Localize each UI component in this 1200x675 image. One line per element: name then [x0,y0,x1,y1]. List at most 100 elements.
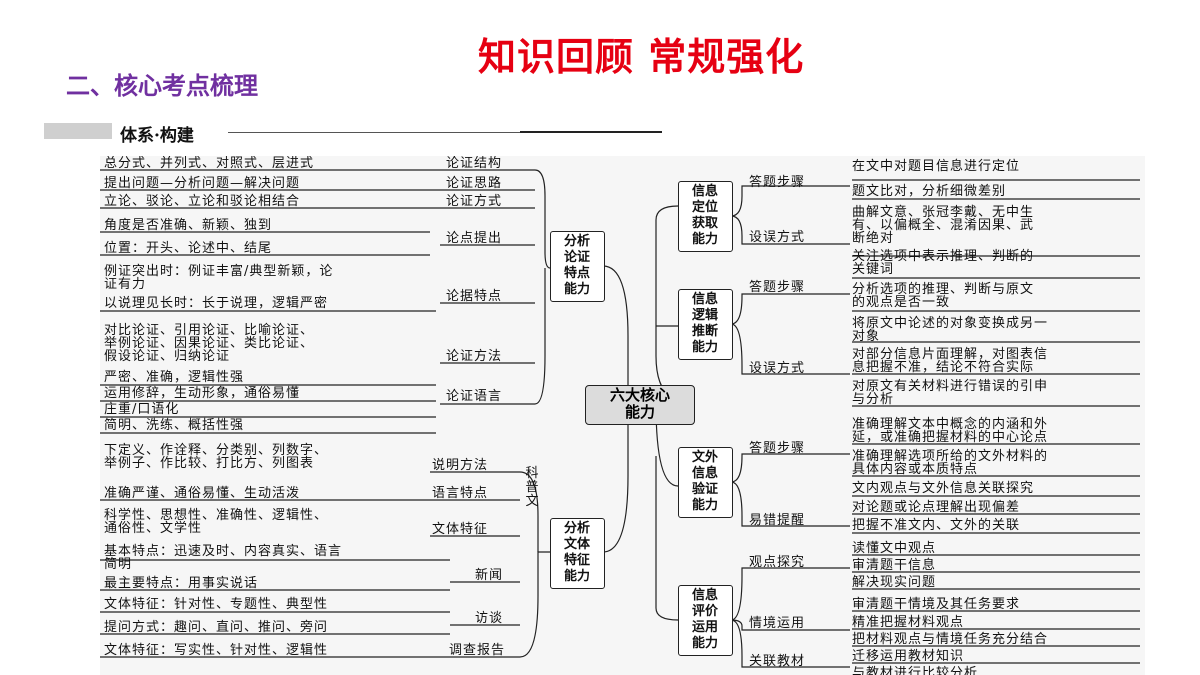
leaf-text: 题文比对，分析细微差别 [852,184,1007,199]
leaf-text: 例证突出时：例证丰富/典型新颖，论 证有力 [104,264,334,292]
leaf-text: 审清题干信息 [852,558,937,573]
leaf-text: 对论题或论点理解出现偏差 [852,500,1021,515]
leaf-text: 精准把握材料观点 [852,615,965,630]
branch-label: 论证方式 [446,194,503,209]
group-box-genre [550,518,605,589]
branch-label: 论证结构 [446,156,503,171]
connector-curve [730,323,850,375]
leaf-text: 基本特点：迅速及时、内容真实、语言 简明 [104,544,343,572]
leaf-text: 简明、洗练、概括性强 [104,418,245,433]
group-label-verify: 文外 信息 验证 能力 [691,450,718,513]
connector-curve [655,456,679,621]
leaf-text: 庄重/口语化 [104,402,180,417]
branch-label: 易错提醒 [749,513,806,528]
leaf-text: 与教材进行比较分析 [852,666,979,675]
group-label-locate: 信息 定位 获取 能力 [691,184,718,247]
leaf-text: 审清题干情境及其任务要求 [852,597,1021,612]
group-box-infer [678,289,733,360]
section-divider-bold [520,131,662,133]
connector-curve [730,567,850,621]
group-box-argument [550,231,605,302]
connector-curve [534,268,546,405]
connector-curve [730,481,850,527]
leaf-text: 文体特征：写实性、针对性、逻辑性 [104,643,329,658]
connector-curve [730,185,850,217]
center-node [585,385,695,425]
leaf-text: 读懂文中观点 [852,541,937,556]
leaf-text: 把材料观点与情境任务充分结合 [852,632,1049,647]
connector-curve [730,293,850,325]
group-box-locate [678,181,733,252]
center-node-label: 六大核心 能力 [609,386,670,421]
leaf-text: 以说理见长时：长于说理，逻辑严密 [104,296,329,311]
group-label-infer: 信息 逻辑 推断 能力 [691,292,718,355]
branch-label: 答题步骤 [749,175,806,190]
page-title: 知识回顾 常规强化 [478,35,805,79]
connector-curve [519,471,539,552]
leaf-text: 严密、准确，逻辑性强 [104,370,245,385]
leaf-text: 准确严谨、通俗易懂、生动活泼 [104,486,301,501]
leaf-text: 对原文有关材料进行错误的引申 与分析 [852,379,1049,407]
branch-label: 语言特点 [432,486,489,501]
group-box-verify [678,447,733,518]
leaf-text: 科学性、思想性、准确性、逻辑性、 通俗性、文学性 [104,508,329,536]
group-label-argument: 分析 论证 特点 能力 [563,234,590,297]
section-bar-decoration [44,123,112,139]
leaf-text: 运用修辞，生动形象，通俗易懂 [104,386,301,401]
connector-curve [602,403,641,553]
branch-label: 情境运用 [749,616,806,631]
mindmap-connectors [100,169,1140,668]
section-heading: 二、核心考点梳理 [66,72,258,100]
leaf-text: 角度是否准确、新颖、独到 [104,218,273,233]
branch-label: 文体特征 [432,522,489,537]
branch-label: 新闻 [475,568,504,583]
leaf-text: 关注选项中表示推理、判断的 关键词 [852,249,1035,277]
branch-label: 论证方法 [446,349,503,364]
branch-label: 答题步骤 [749,280,806,295]
connector-curve [730,619,850,668]
section-label: 体系·构建 [120,126,194,146]
leaf-text: 对比论证、引用论证、比喻论证、 举例论证、因果论证、类比论证、 假设论证、归纳论… [104,323,315,364]
leaf-text: 迁移运用教材知识 [852,649,965,664]
group-label-evaluate: 信息 评价 运用 能力 [691,588,718,651]
leaf-text: 准确理解文本中概念的内涵和外 延，或准确把握材料的中心论点 [852,417,1049,445]
leaf-text: 文内观点与文外信息关联探究 [852,481,1035,496]
branch-label: 论据特点 [446,289,503,304]
side-label-popsci: 科 普 文 [525,466,539,509]
branch-label: 关联教材 [749,654,806,669]
leaf-text: 对部分信息片面理解，对图表信 息把握不准，结论不符合实际 [852,347,1049,375]
leaf-text: 准确理解选项所给的文外材料的 具体内容或本质特点 [852,449,1049,477]
leaf-text: 最主要特点：用事实说话 [104,576,259,591]
branch-label: 论证语言 [446,389,503,404]
leaf-text: 将原文中论述的对象变换成另一 对象 [852,316,1049,344]
connector-curve [534,169,551,269]
leaf-text: 位置：开头、论述中、结尾 [104,241,273,256]
branch-label: 答题步骤 [749,441,806,456]
group-label-genre: 分析 文体 特征 能力 [563,521,590,584]
branch-label: 调查报告 [449,643,506,658]
connector-curve [519,551,550,658]
branch-label: 设误方式 [749,230,806,245]
connector-curve [730,215,850,245]
branch-label: 论证思路 [446,176,503,191]
section-divider [228,132,520,133]
branch-label: 访谈 [475,611,504,626]
leaf-text: 下定义、作诠释、分类别、列数字、 举例子、作比较、打比方、列图表 [104,443,329,471]
leaf-text: 在文中对题目信息进行定位 [852,159,1021,174]
leaf-text: 总分式、并列式、对照式、层进式 [104,156,315,171]
leaf-text: 提问方式：趣问、直问、推问、旁问 [104,620,329,635]
branch-label: 论点提出 [446,231,503,246]
leaf-text: 曲解文意、张冠李戴、无中生 有、以偏概全、混淆因果、武 断绝对 [852,205,1035,246]
branch-label: 设误方式 [749,361,806,376]
leaf-text: 文体特征：针对性、专题性、典型性 [104,597,329,612]
leaf-text: 分析选项的推理、判断与原文 的观点是否一致 [852,282,1035,310]
mindmap: 六大核心 能力 分析 论证 特点 能力 分析 文体 特征 能力 信息 定位 获取… [100,156,1145,675]
leaf-text: 解决现实问题 [852,575,937,590]
connector-curve [730,453,850,483]
group-box-evaluate [678,585,733,656]
leaf-text: 提出问题—分析问题—解决问题 [104,176,301,191]
branch-label: 观点探究 [749,555,806,570]
branch-label: 说明方法 [432,458,489,473]
leaf-text: 立论、驳论、立论和驳论相结合 [104,194,301,209]
leaf-text: 把握不准文内、文外的关联 [852,518,1021,533]
